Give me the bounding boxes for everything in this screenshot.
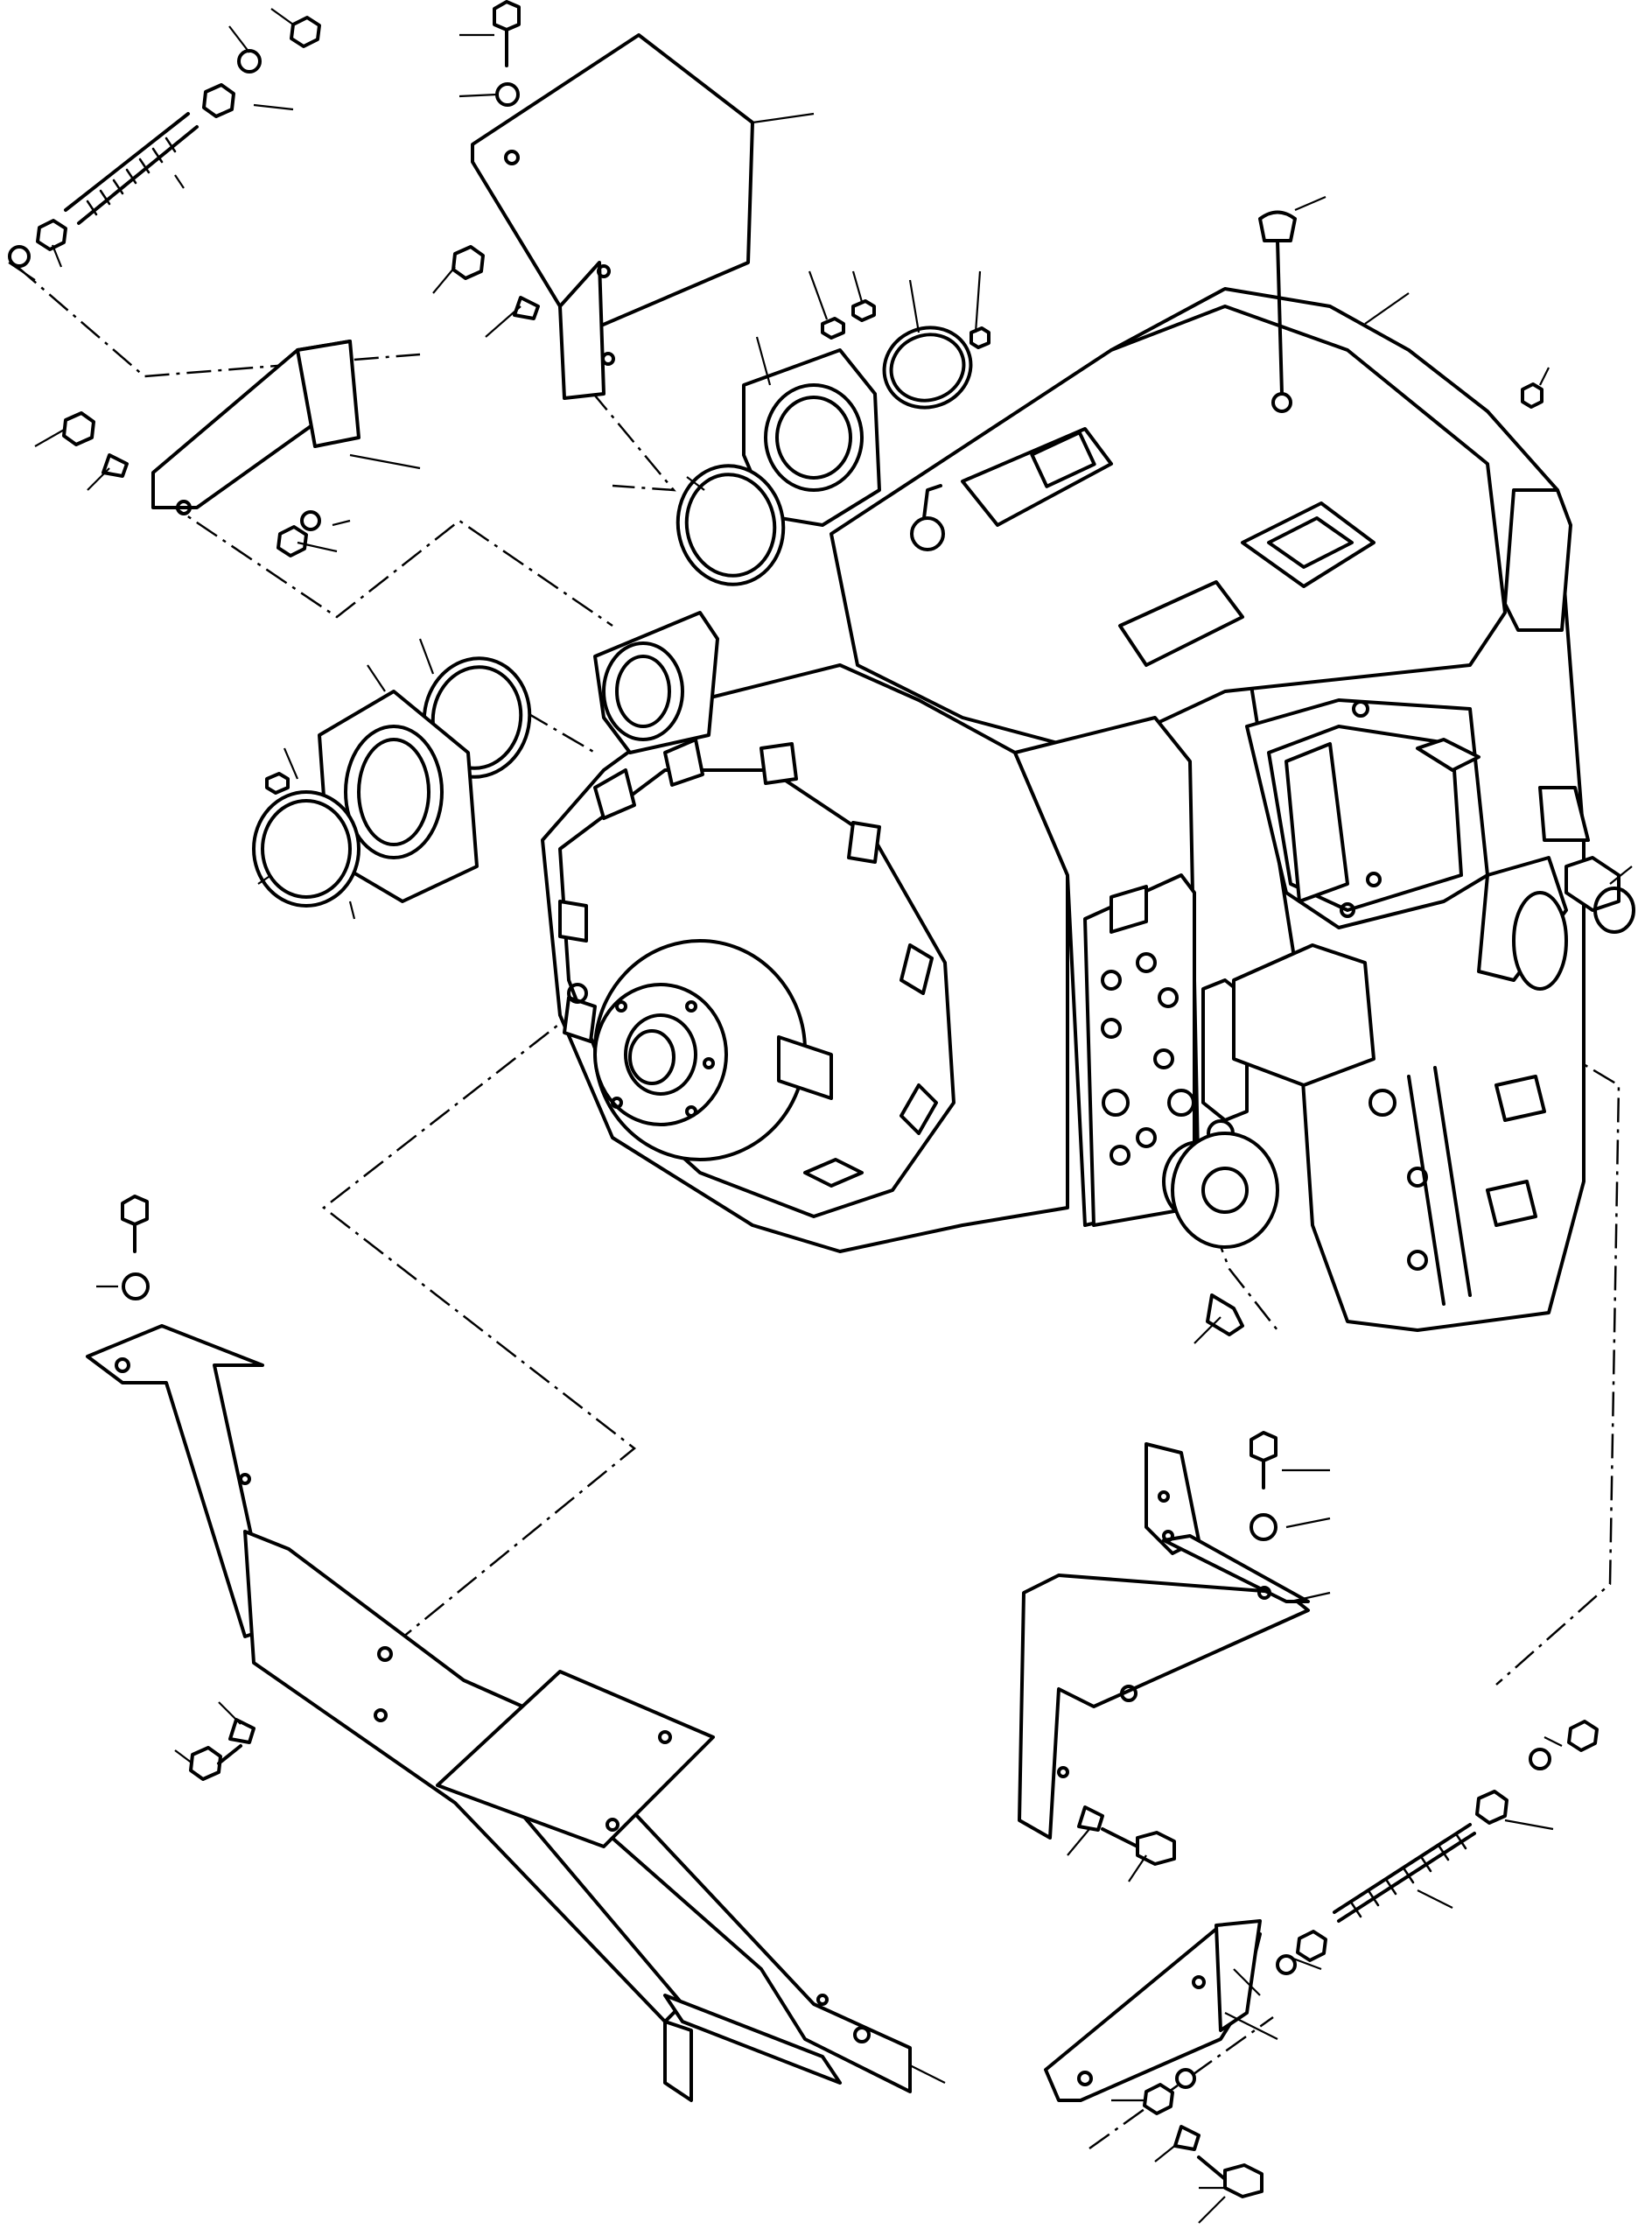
stud-upper	[970, 326, 990, 349]
nut-lower-rod	[1475, 1790, 1508, 1825]
lock-washer-upper-left	[102, 453, 129, 478]
bolt-left-seal	[265, 772, 290, 795]
bolt-upper-left	[62, 411, 95, 446]
cover-tab	[1416, 738, 1480, 772]
washer-lower-right-top	[1250, 1513, 1278, 1541]
bolt-top	[493, 0, 521, 32]
mount-block	[1232, 943, 1376, 1087]
nut-bracket	[276, 525, 308, 557]
seal-housing-upper	[742, 348, 881, 527]
bolt-plate-lower	[1223, 2163, 1264, 2198]
bolt-seal-1	[821, 317, 845, 340]
bolt-lower-left-top	[121, 1195, 149, 1226]
mounting-bracket-upper-left	[34, 340, 421, 557]
nut-upper	[202, 83, 235, 118]
mounting-plate-lower-right	[1044, 1919, 1322, 2224]
speed-sensor	[1206, 1293, 1244, 1336]
output-flange-lower	[1171, 1132, 1279, 1249]
nut-plate	[1296, 1930, 1327, 1962]
square-port	[1241, 501, 1376, 588]
nut-plate-lower	[1143, 2083, 1174, 2115]
bolt-lower-right-top	[1250, 1431, 1278, 1462]
nut-lower-rod-end	[1567, 1720, 1599, 1752]
rod-assembly-lower-right	[1276, 1720, 1599, 1975]
rear-fitting	[1564, 856, 1620, 912]
washer-plate-lower	[1175, 2068, 1196, 2089]
mounting-bracket-lower-left	[86, 1195, 946, 2102]
washer-lower-rod	[1529, 1748, 1551, 1770]
lock-washer-lower-right	[1077, 1805, 1104, 1832]
valve-body	[1083, 873, 1196, 1227]
stud-rear	[1521, 382, 1544, 409]
lock-washer-plate-lower	[1173, 2125, 1200, 2151]
nut-top	[290, 16, 321, 48]
seal-group-left	[252, 638, 532, 920]
lock-washer-lower-left	[228, 1718, 256, 1744]
bolt-top-side	[452, 245, 485, 280]
seal-group-upper	[676, 270, 990, 586]
left-bearing-cap	[593, 611, 719, 754]
rod-assembly-upper-left	[8, 8, 321, 281]
breather-fitting	[910, 516, 945, 551]
nut-left	[36, 219, 67, 251]
upper-casing	[830, 305, 1507, 754]
mounting-bracket-lower-right	[1018, 1431, 1331, 1882]
dipstick-plug	[1258, 210, 1297, 242]
washer-top	[495, 82, 520, 107]
bolt-seal-2	[851, 299, 876, 322]
label-plate	[1118, 580, 1244, 667]
washer-left	[8, 245, 31, 268]
washer-lower-left-top	[122, 1272, 150, 1300]
washer-bracket	[300, 510, 321, 531]
bolt-lower-left	[189, 1746, 222, 1781]
transmission-assembly	[541, 195, 1635, 1344]
mounting-bracket-top	[432, 0, 815, 400]
lifting-eye	[803, 1158, 864, 1188]
washer-upper	[237, 49, 262, 74]
